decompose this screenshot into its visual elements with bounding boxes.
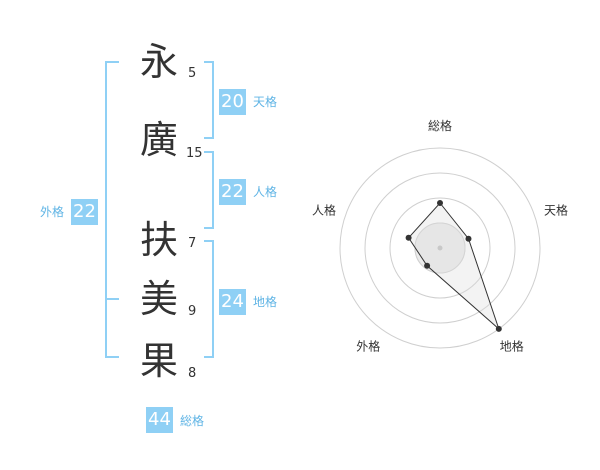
soukaku-label: 総格 — [180, 414, 205, 428]
jinkaku-label: 人格 — [253, 185, 278, 199]
tenkaku-label: 天格 — [253, 95, 278, 109]
radar-grid-ring-3 — [364, 172, 516, 324]
tenkaku-value: 20 — [219, 89, 246, 115]
radar-point-5 — [405, 234, 412, 241]
radar-grid-ring-2 — [389, 197, 491, 299]
stroke-count-5: 8 — [188, 366, 197, 381]
name-char-3: 扶 — [139, 218, 178, 262]
stroke-count-4: 9 — [188, 304, 197, 319]
radar-point-1 — [437, 200, 443, 206]
chikaku-value: 24 — [219, 289, 246, 315]
radar-series-polygon — [407, 202, 500, 331]
radar-point-4 — [424, 262, 431, 269]
name-char-1: 永 — [139, 40, 178, 84]
jinkaku-value: 22 — [219, 179, 246, 205]
jinkaku-bracket — [204, 151, 214, 229]
tenkaku-bracket — [204, 61, 214, 139]
chikaku-label: 地格 — [253, 295, 278, 309]
radar-axis-label-5: 人格 — [312, 202, 336, 217]
gaikaku-value: 22 — [71, 199, 98, 225]
name-char-4: 美 — [139, 277, 178, 321]
radar-axis-label-4: 外格 — [356, 339, 380, 354]
radar-axis-label-1: 総格 — [428, 118, 452, 133]
soukaku-value: 44 — [146, 407, 173, 433]
gaikaku-bracket-tick — [105, 298, 119, 300]
radar-axis-label-3: 地格 — [500, 339, 524, 354]
name-char-5: 果 — [139, 339, 178, 383]
gaikaku-label: 外格 — [40, 205, 65, 219]
radar-point-2 — [465, 235, 472, 242]
radar-axis-label-2: 天格 — [544, 202, 568, 217]
gaikaku-bracket — [105, 61, 119, 358]
radar-point-3 — [495, 325, 502, 332]
name-char-2: 廣 — [139, 118, 178, 162]
radar-grid-ring-4 — [339, 147, 541, 349]
stroke-count-3: 7 — [188, 236, 197, 251]
chikaku-bracket — [204, 240, 214, 358]
stroke-count-2: 15 — [186, 146, 203, 161]
stroke-count-1: 5 — [188, 66, 197, 81]
radar-center-point — [437, 245, 443, 251]
